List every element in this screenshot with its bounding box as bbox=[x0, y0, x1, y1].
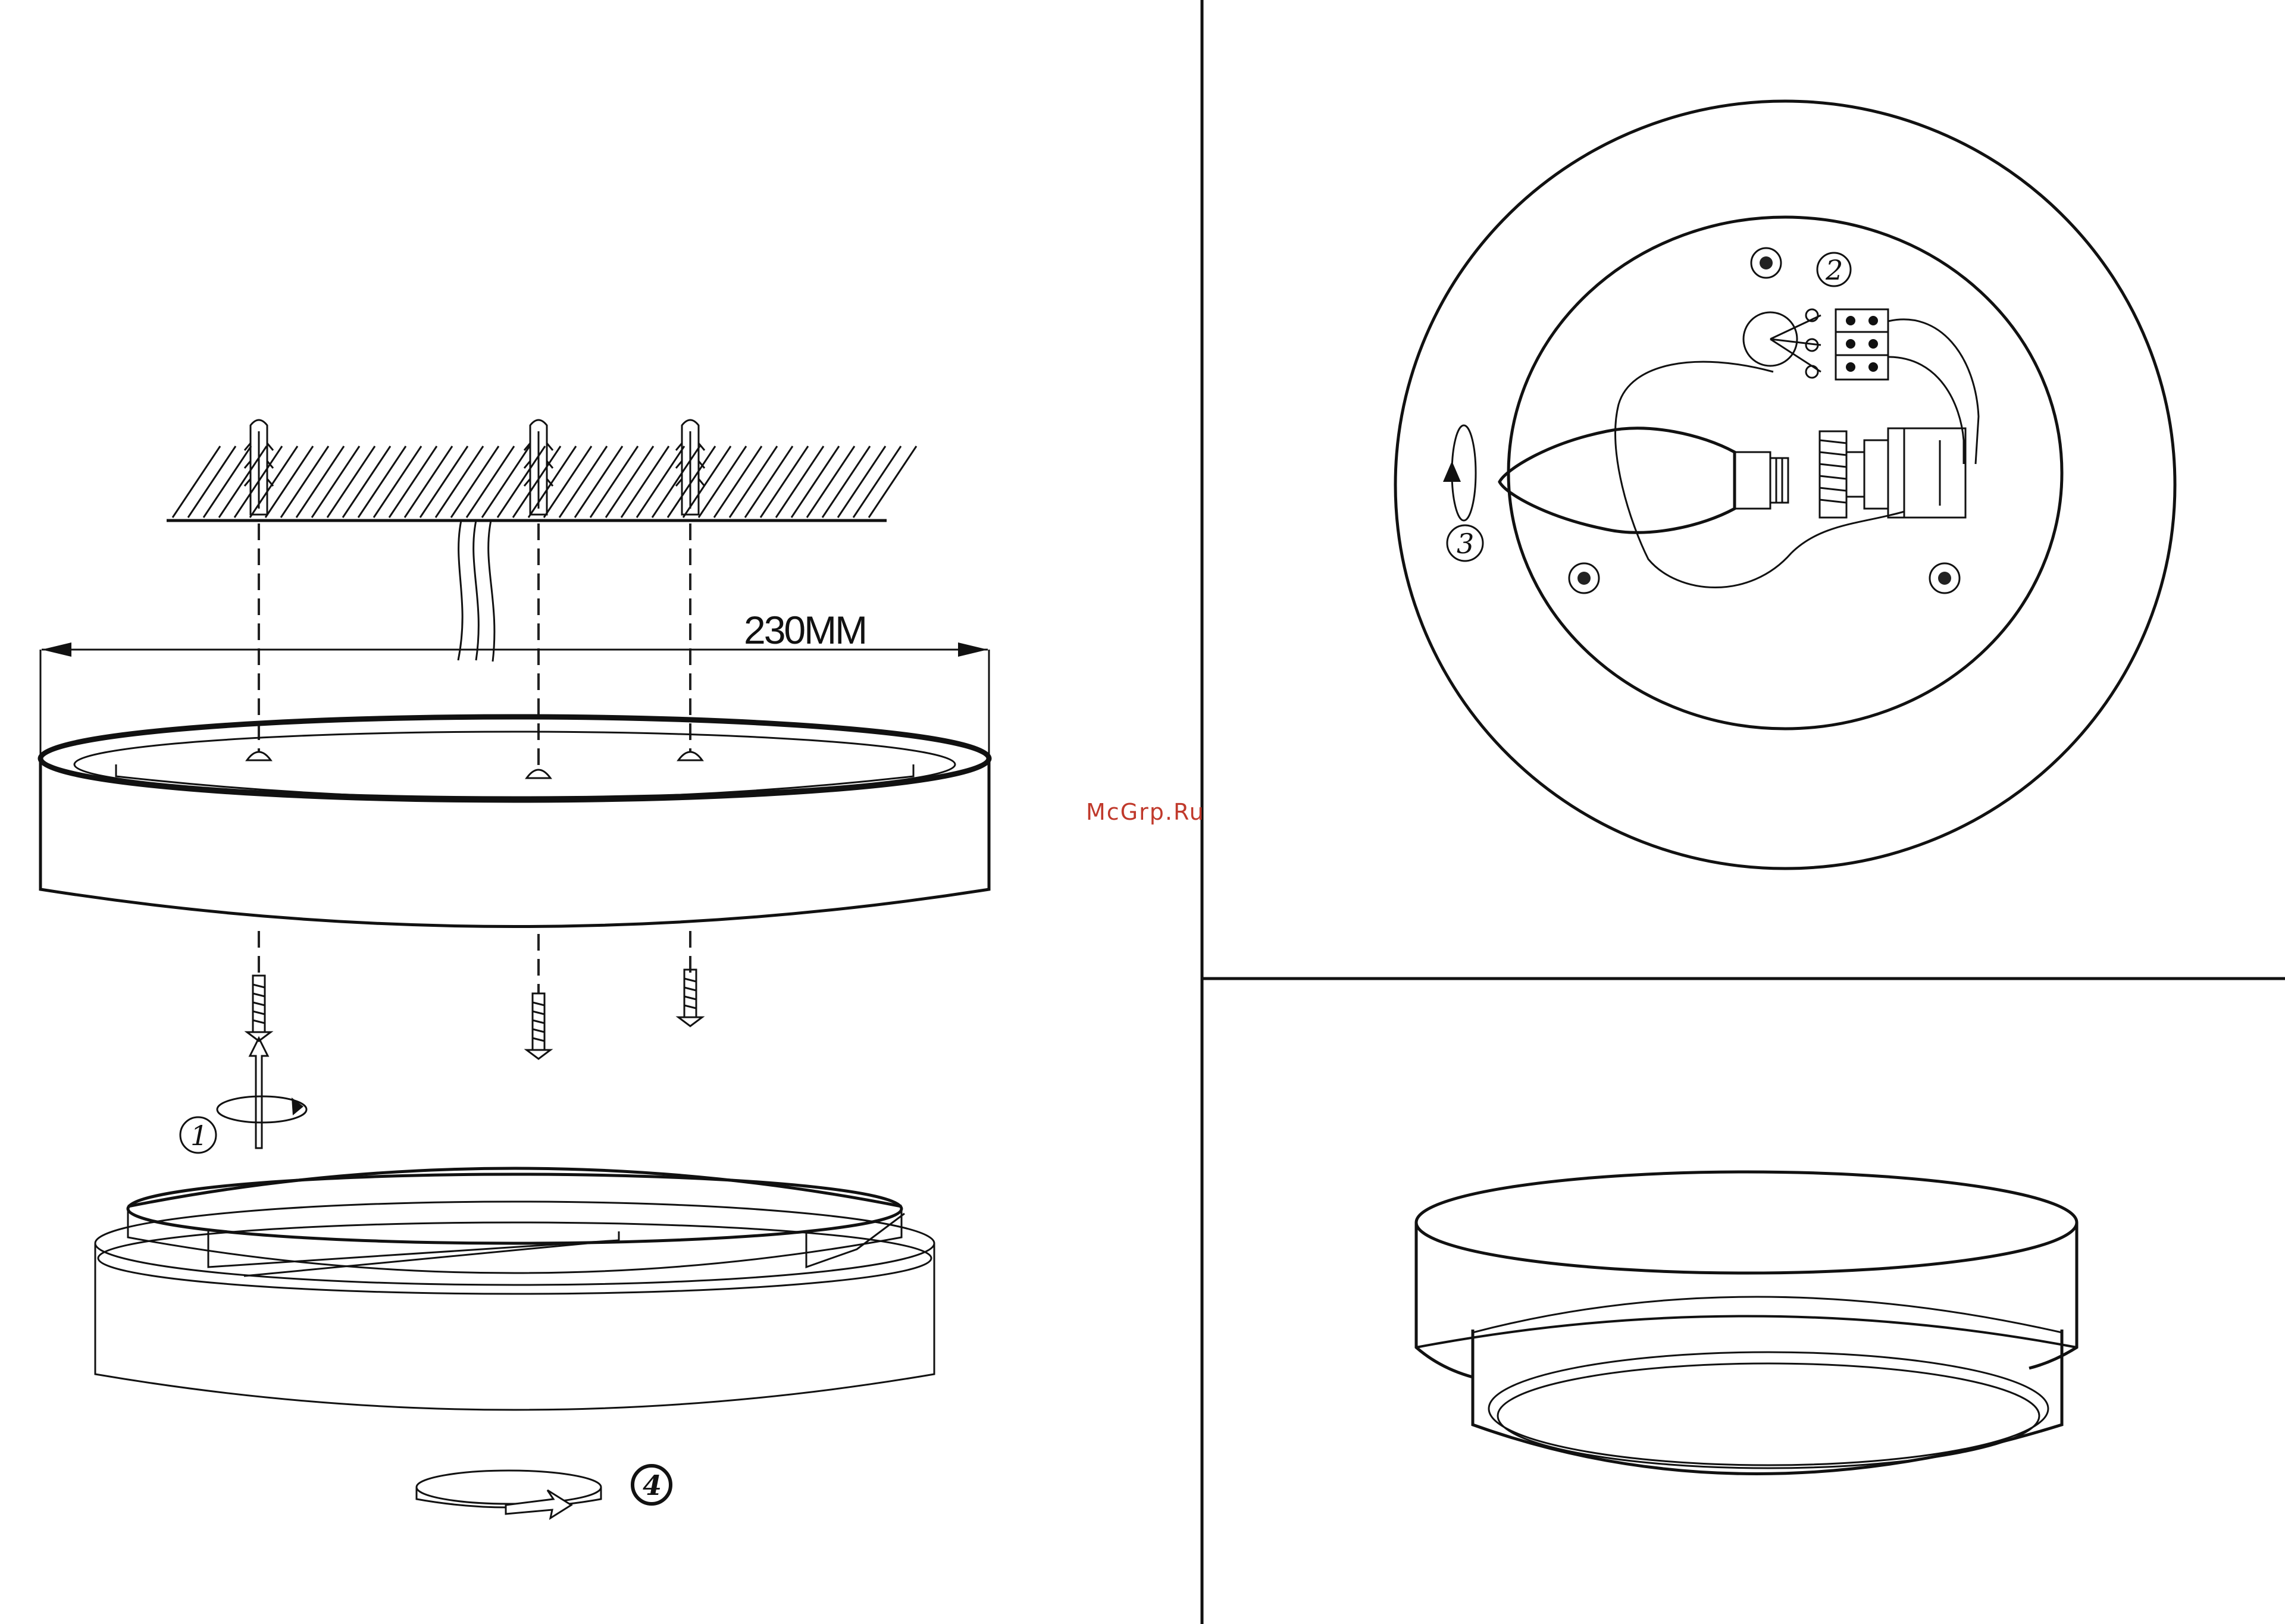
supply-wires bbox=[458, 521, 494, 661]
rotate-arrow-icon: 3 bbox=[1443, 425, 1483, 561]
hatch-line bbox=[544, 446, 591, 518]
screw-point bbox=[1930, 563, 1960, 593]
hatch-line bbox=[590, 446, 638, 518]
step-3-label: 3 bbox=[1457, 528, 1474, 560]
hatch-line bbox=[204, 446, 251, 518]
hatch-line bbox=[374, 446, 421, 518]
hatch-line bbox=[467, 446, 514, 518]
assembled-fixture-view bbox=[1416, 1172, 2077, 1474]
rotate-arrow-icon: 4 bbox=[417, 1466, 671, 1518]
base-housing bbox=[40, 717, 989, 927]
panel-dividers bbox=[1202, 0, 2285, 1624]
watermark: McGrp.Ru bbox=[1086, 799, 1205, 825]
hatch-line bbox=[745, 446, 793, 518]
hatch-line bbox=[281, 446, 328, 518]
step-2-label: 2 bbox=[1825, 254, 1843, 286]
hatch-line bbox=[776, 446, 824, 518]
hatch-line bbox=[869, 446, 916, 518]
bulb-socket-icon bbox=[1820, 428, 1965, 518]
hatch-line bbox=[791, 446, 839, 518]
hatch-line bbox=[482, 446, 530, 518]
hatch-line bbox=[327, 446, 375, 518]
step-4-label: 4 bbox=[643, 1469, 662, 1501]
exploded-mounting-view: 230MM bbox=[40, 420, 1205, 1518]
hatch-line bbox=[528, 446, 576, 518]
hatch-line bbox=[822, 446, 870, 518]
diffuser-cover bbox=[95, 1168, 934, 1410]
screw-icon bbox=[247, 976, 271, 1041]
hatch-line bbox=[668, 446, 715, 518]
hatch-line bbox=[637, 446, 684, 518]
hatch-line bbox=[760, 446, 808, 518]
hatch-line bbox=[606, 446, 653, 518]
hatch-line bbox=[652, 446, 700, 518]
hatch-line bbox=[173, 446, 220, 518]
screw-icon bbox=[678, 970, 702, 1026]
hatch-line bbox=[807, 446, 854, 518]
hatch-line bbox=[358, 446, 406, 518]
hatch-line bbox=[420, 446, 468, 518]
hatch-line bbox=[699, 446, 746, 518]
hatch-line bbox=[250, 446, 298, 518]
hatch-line bbox=[853, 446, 901, 518]
hatch-line bbox=[451, 446, 499, 518]
hatch-line bbox=[312, 446, 359, 518]
hatch-line bbox=[343, 446, 390, 518]
wiring-view: 2 3 bbox=[1395, 101, 2175, 869]
screw-icon bbox=[527, 993, 550, 1059]
ceiling-hatch bbox=[167, 446, 916, 521]
screw-point bbox=[1751, 248, 1781, 278]
dimension-line: 230MM bbox=[40, 608, 989, 755]
hatch-line bbox=[296, 446, 344, 518]
dimension-label: 230MM bbox=[744, 608, 866, 652]
hatch-line bbox=[714, 446, 762, 518]
hatch-line bbox=[621, 446, 669, 518]
wall-plug-icon bbox=[524, 420, 553, 515]
hatch-line bbox=[575, 446, 622, 518]
hatch-line bbox=[265, 446, 313, 518]
hatch-line bbox=[436, 446, 483, 518]
screwdriver-rotate-icon: 1 bbox=[180, 1038, 306, 1153]
hatch-line bbox=[188, 446, 236, 518]
hatch-line bbox=[513, 446, 561, 518]
hatch-line bbox=[730, 446, 777, 518]
hatch-line bbox=[838, 446, 885, 518]
guide-lines bbox=[259, 523, 690, 993]
lamp-bulb-icon bbox=[1500, 428, 1788, 532]
hatch-line bbox=[559, 446, 607, 518]
hatch-line bbox=[405, 446, 452, 518]
hatch-line bbox=[389, 446, 437, 518]
screw-point bbox=[1569, 563, 1599, 593]
step-1-label: 1 bbox=[190, 1120, 208, 1152]
